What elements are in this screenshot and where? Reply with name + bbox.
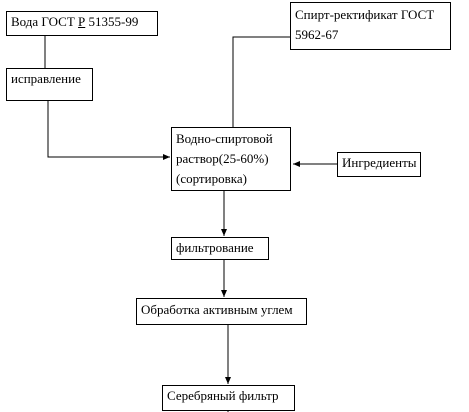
node-correction-label: исправление	[11, 71, 81, 86]
node-filtering: фильтрование	[171, 237, 269, 260]
node-filtering-label: фильтрование	[176, 240, 254, 255]
node-spirit: Спирт-ректификат ГОСТ 5962-67	[290, 2, 451, 50]
node-ingredients-label: Ингредиенты	[342, 155, 417, 170]
node-correction: исправление	[6, 68, 93, 101]
node-water-label-suffix: 51355-99	[85, 14, 139, 29]
node-mixture: Водно-спиртовой раствор(25-60%) (сортиро…	[171, 127, 291, 191]
node-silver-filter: Серебряный фильтр	[162, 385, 295, 411]
node-spirit-line-1: Спирт-ректификат ГОСТ	[295, 7, 435, 22]
node-spirit-line-2: 5962-67	[295, 27, 339, 42]
node-water-label-mark: Р	[78, 14, 86, 29]
connector-spirit-to-mixture	[232, 36, 290, 128]
node-mixture-line-2: раствор(25-60%)	[176, 151, 269, 166]
node-carbon-treatment: Обработка активным углем	[136, 298, 307, 325]
node-water: Вода ГОСТ Р 51355-99	[6, 11, 158, 36]
node-silver-filter-label: Серебряный фильтр	[167, 388, 279, 403]
node-mixture-line-1: Водно-спиртовой	[176, 131, 273, 146]
node-carbon-treatment-label: Обработка активным углем	[141, 302, 293, 317]
connector-correction-to-mixture	[47, 101, 170, 160]
node-ingredients: Ингредиенты	[337, 152, 421, 177]
node-water-label-prefix: Вода ГОСТ	[11, 14, 79, 29]
node-mixture-line-3: (сортировка)	[176, 171, 247, 186]
